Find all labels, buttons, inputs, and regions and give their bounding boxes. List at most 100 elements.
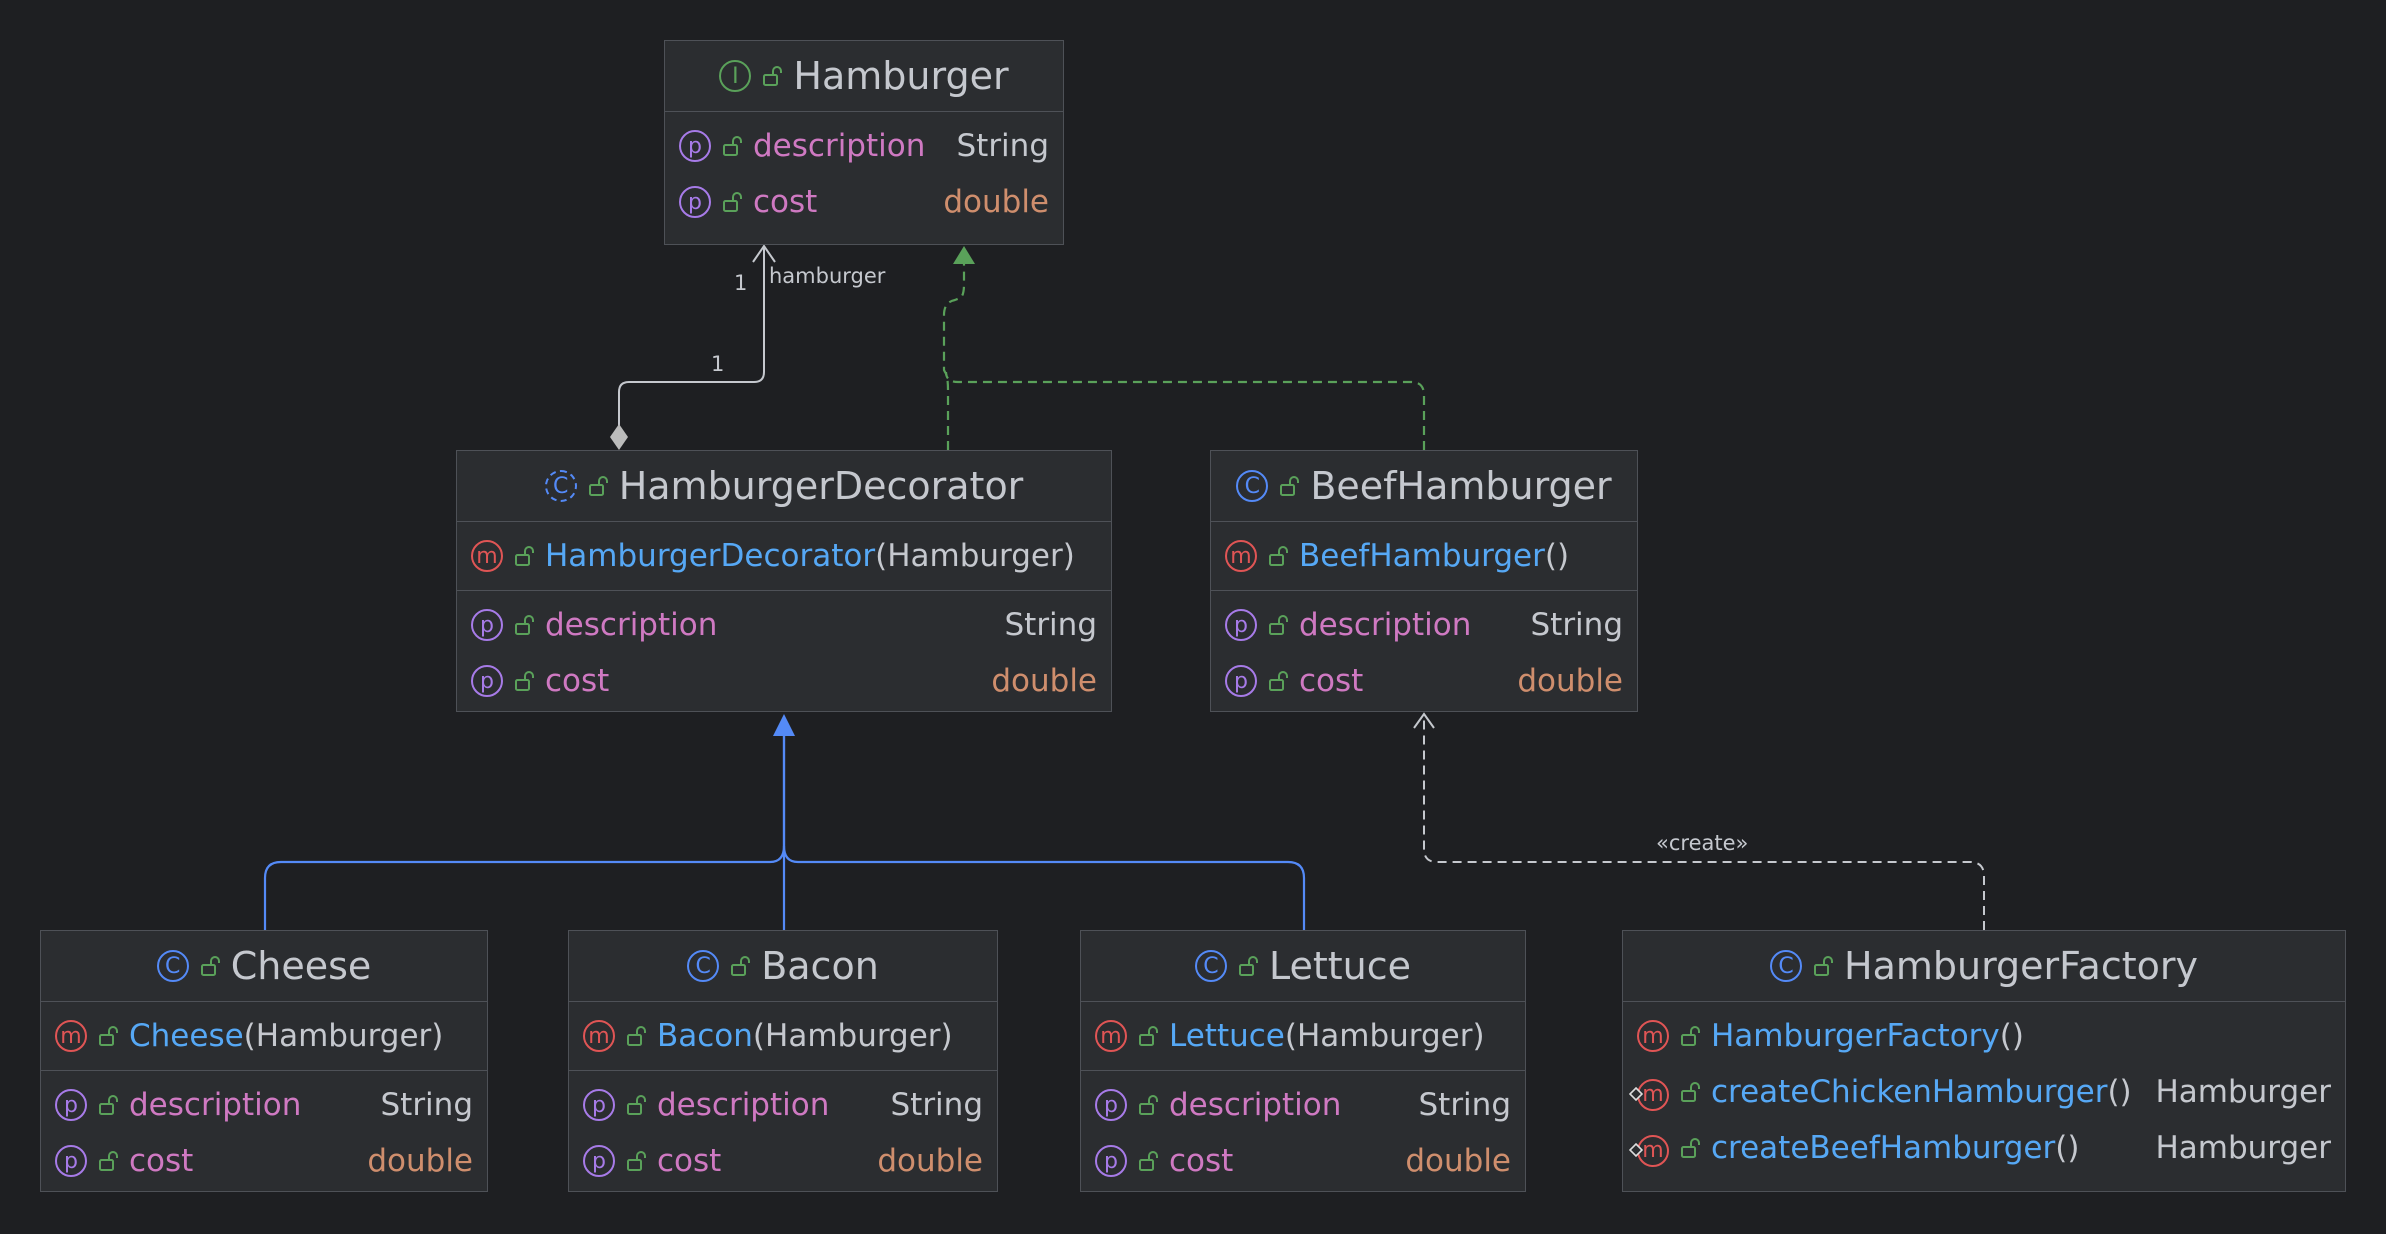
property-type: String — [1530, 607, 1623, 643]
extends-arrowhead — [773, 714, 795, 736]
property-row[interactable]: p cost double — [457, 653, 1111, 709]
class-box-cheese[interactable]: C Cheese m Cheese(Hamburger) p descripti… — [40, 930, 488, 1192]
unlock-icon — [1139, 1151, 1158, 1171]
class-name: HamburgerFactory — [1844, 944, 2198, 988]
method-name: createBeefHamburger — [1711, 1130, 2056, 1166]
multiplicity-bottom: 1 — [711, 352, 724, 376]
method-name: HamburgerFactory — [1711, 1018, 2000, 1054]
method-params: (Hamburger) — [243, 1018, 444, 1054]
class-box-beef-hamburger[interactable]: C BeefHamburger m BeefHamburger() p desc… — [1210, 450, 1638, 712]
class-icon: C — [1770, 950, 1803, 982]
class-name: HamburgerDecorator — [618, 464, 1024, 508]
class-icon: C — [1236, 470, 1269, 502]
property-row[interactable]: p cost double — [1211, 653, 1637, 709]
method-params: () — [2055, 1130, 2080, 1166]
method-icon: m — [1225, 540, 1257, 572]
method-row[interactable]: m createChickenHamburger() Hamburger — [1623, 1064, 2345, 1120]
property-row[interactable]: p description String — [1211, 597, 1637, 653]
property-name: description — [1299, 607, 1472, 643]
class-box-hamburger-decorator[interactable]: C HamburgerDecorator m HamburgerDecorato… — [456, 450, 1112, 712]
unlock-icon — [200, 956, 220, 976]
unlock-icon — [763, 66, 783, 86]
unlock-icon — [1681, 1026, 1700, 1046]
unlock-icon — [515, 615, 534, 635]
aggregation-edge — [618, 248, 765, 428]
property-icon: p — [679, 186, 711, 218]
unlock-icon — [99, 1095, 118, 1115]
property-name: cost — [1169, 1143, 1234, 1179]
unlock-icon — [1238, 956, 1258, 976]
unlock-icon — [723, 136, 742, 156]
property-icon: p — [55, 1145, 87, 1177]
class-box-hamburger-factory[interactable]: C HamburgerFactory m HamburgerFactory() … — [1622, 930, 2346, 1192]
property-type: double — [877, 1143, 983, 1179]
class-name: Lettuce — [1268, 944, 1412, 988]
constructor-row[interactable]: m Bacon(Hamburger) — [569, 1008, 997, 1064]
unlock-icon — [1269, 546, 1288, 566]
class-header: C Bacon — [569, 931, 997, 1002]
property-icon: p — [1095, 1089, 1127, 1121]
property-row[interactable]: p description String — [41, 1077, 487, 1133]
unlock-icon — [1139, 1026, 1158, 1046]
property-name: cost — [129, 1143, 194, 1179]
property-row[interactable]: p description String — [1081, 1077, 1525, 1133]
property-name: cost — [753, 184, 818, 220]
unlock-icon — [1269, 615, 1288, 635]
class-header: C HamburgerFactory — [1623, 931, 2345, 1002]
method-params: (Hamburger) — [752, 1018, 953, 1054]
property-row[interactable]: p cost double — [1081, 1133, 1525, 1189]
property-type: String — [1418, 1087, 1511, 1123]
method-params: () — [1999, 1018, 2024, 1054]
property-name: description — [657, 1087, 830, 1123]
aggregation-arrowhead — [752, 244, 776, 263]
unlock-icon — [1139, 1095, 1158, 1115]
constructor-row[interactable]: m BeefHamburger() — [1211, 528, 1637, 584]
unlock-icon — [588, 476, 608, 496]
implements-edge-beef — [944, 371, 1426, 450]
property-type: double — [1405, 1143, 1511, 1179]
method-params: () — [2107, 1074, 2132, 1110]
class-name: Hamburger — [793, 54, 1009, 98]
constructor-row[interactable]: m Lettuce(Hamburger) — [1081, 1008, 1525, 1064]
method-icon: m — [55, 1020, 87, 1052]
method-name: Cheese — [129, 1018, 244, 1054]
property-name: cost — [1299, 663, 1364, 699]
property-row[interactable]: p description String — [665, 118, 1063, 174]
property-row[interactable]: p cost double — [41, 1133, 487, 1189]
property-icon: p — [55, 1089, 87, 1121]
implements-edge-decorator — [942, 262, 966, 450]
class-box-bacon[interactable]: C Bacon m Bacon(Hamburger) p description… — [568, 930, 998, 1192]
property-row[interactable]: p description String — [569, 1077, 997, 1133]
class-name: Bacon — [761, 944, 879, 988]
class-box-lettuce[interactable]: C Lettuce m Lettuce(Hamburger) p descrip… — [1080, 930, 1526, 1192]
method-name: createChickenHamburger — [1711, 1074, 2108, 1110]
unlock-icon — [1280, 476, 1300, 496]
property-name: cost — [657, 1143, 722, 1179]
class-box-hamburger[interactable]: I Hamburger p description String p cost … — [664, 40, 1064, 245]
property-icon: p — [679, 130, 711, 162]
property-type: double — [991, 663, 1097, 699]
property-name: description — [753, 128, 926, 164]
create-dependency-edge — [1423, 716, 1985, 930]
constructor-row[interactable]: m HamburgerDecorator(Hamburger) — [457, 528, 1111, 584]
property-type: String — [956, 128, 1049, 164]
property-row[interactable]: p cost double — [569, 1133, 997, 1189]
method-name: Lettuce — [1169, 1018, 1285, 1054]
method-params: () — [1544, 538, 1570, 574]
unlock-icon — [1814, 956, 1834, 976]
property-row[interactable]: p description String — [457, 597, 1111, 653]
constructor-row[interactable]: m HamburgerFactory() — [1623, 1008, 2345, 1064]
property-name: description — [129, 1087, 302, 1123]
method-name: BeefHamburger — [1299, 538, 1545, 574]
property-row[interactable]: p cost double — [665, 174, 1063, 230]
constructor-row[interactable]: m Cheese(Hamburger) — [41, 1008, 487, 1064]
class-header: C Lettuce — [1081, 931, 1525, 1002]
class-name: Cheese — [230, 944, 372, 988]
implements-arrowhead — [953, 246, 975, 264]
static-diamond-icon — [1629, 1087, 1643, 1102]
method-row[interactable]: m createBeefHamburger() Hamburger — [1623, 1120, 2345, 1176]
method-icon: m — [583, 1020, 615, 1052]
unlock-icon — [99, 1026, 118, 1046]
unlock-icon — [99, 1151, 118, 1171]
